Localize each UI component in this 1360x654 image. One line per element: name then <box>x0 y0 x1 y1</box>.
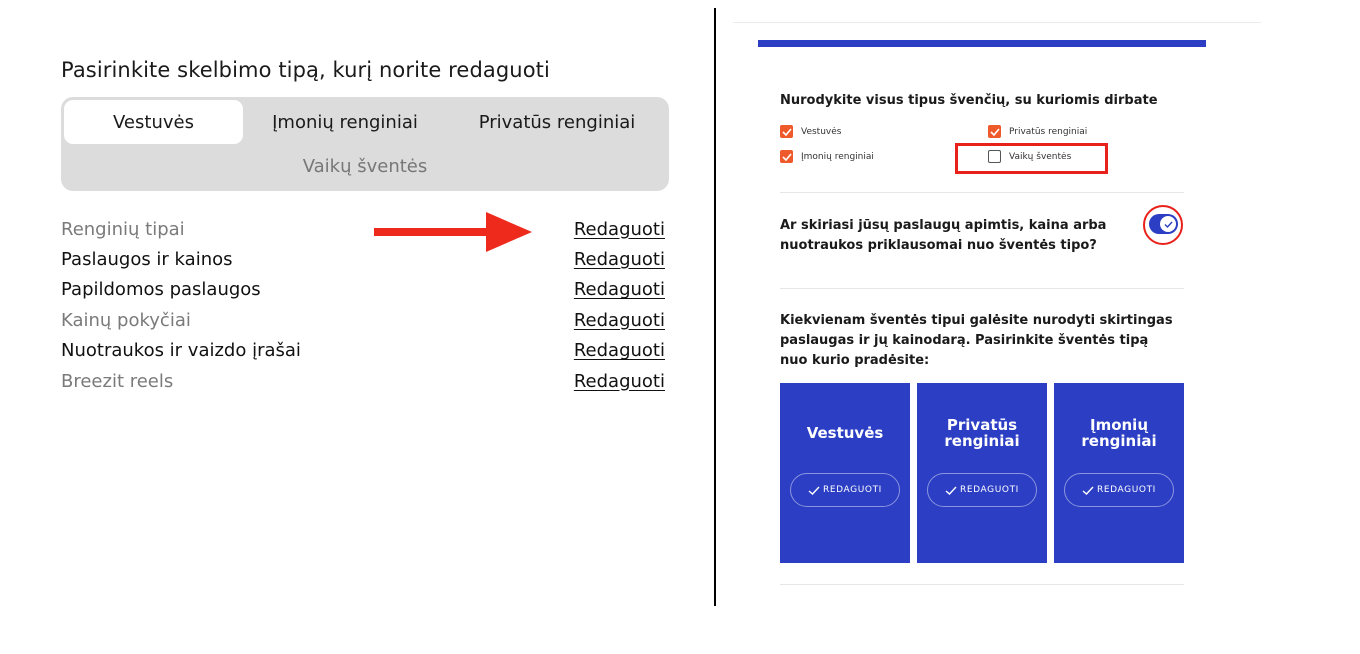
checkbox-label: Vestuvės <box>801 126 842 137</box>
choose-start-type-text: Kiekvienam šventės tipui galėsite nurody… <box>780 313 1173 368</box>
section-row: Breezit reels Redaguoti <box>61 366 669 396</box>
card-edit-button[interactable]: REDAGUOTI <box>790 473 900 507</box>
card-title-line: Įmonių <box>1089 416 1148 434</box>
section-label-breezit-reels: Breezit reels <box>61 370 174 392</box>
card-edit-label: REDAGUOTI <box>1097 485 1156 495</box>
vertical-divider <box>714 8 716 606</box>
tab-vaiku-sventes[interactable]: Vaikų šventės <box>302 155 428 177</box>
scope-differs-toggle[interactable] <box>1149 214 1178 234</box>
section-row: Papildomos paslaugos Redaguoti <box>61 275 669 305</box>
edit-link-papildomos[interactable]: Redaguoti <box>573 279 665 301</box>
card-title: Įmonių renginiai <box>1054 417 1184 449</box>
red-highlight-circle <box>1143 205 1183 245</box>
checkbox-imoniu-renginiai[interactable]: Įmonių renginiai <box>780 150 874 163</box>
checkbox-label: Įmonių renginiai <box>801 151 874 162</box>
card-title: Vestuvės <box>780 425 910 441</box>
checkbox-vestuves[interactable]: Vestuvės <box>780 125 841 138</box>
tab-privatus-renginiai[interactable]: Privatūs renginiai <box>478 111 636 133</box>
event-card-imoniu-renginiai: Įmonių renginiai REDAGUOTI <box>1054 383 1184 563</box>
edit-link-paslaugos[interactable]: Redaguoti <box>573 249 665 271</box>
card-title: Privatūs renginiai <box>917 417 1047 449</box>
section-list: Renginių tipai Redaguoti Paslaugos ir ka… <box>61 214 669 396</box>
event-card-vestuves: Vestuvės REDAGUOTI <box>780 383 910 563</box>
card-title-line: Vestuvės <box>806 424 884 442</box>
card-edit-label: REDAGUOTI <box>823 485 882 495</box>
checkbox-label: Vaikų šventės <box>1009 151 1072 162</box>
top-divider <box>733 22 1261 23</box>
section-label-nuotraukos: Nuotraukos ir vaizdo įrašai <box>61 340 301 362</box>
card-title-line: renginiai <box>1081 432 1157 450</box>
event-card-privatus-renginiai: Privatūs renginiai REDAGUOTI <box>917 383 1047 563</box>
edit-link-nuotraukos[interactable]: Redaguoti <box>573 340 665 362</box>
section-label-paslaugos: Paslaugos ir kainos <box>61 249 233 271</box>
checkbox-unchecked-icon <box>988 150 1001 163</box>
page-title: Pasirinkite skelbimo tipą, kurį norite r… <box>61 58 550 82</box>
event-type-tabs: Vestuvės Įmonių renginiai Privatūs rengi… <box>61 97 669 191</box>
section-row: Nuotraukos ir vaizdo įrašai Redaguoti <box>61 336 669 366</box>
card-title-line: renginiai <box>944 432 1020 450</box>
checkbox-privatus-renginiai[interactable]: Privatūs renginiai <box>988 125 1087 138</box>
card-edit-button[interactable]: REDAGUOTI <box>1064 473 1174 507</box>
section-divider <box>780 584 1184 585</box>
section-label-renginiu-tipai: Renginių tipai <box>61 218 185 240</box>
toggle-check-icon <box>1160 216 1176 232</box>
checkbox-vaiku-sventes[interactable]: Vaikų šventės <box>988 150 1071 163</box>
red-highlight-box <box>955 143 1108 174</box>
scope-differs-question: Ar skiriasi jūsų paslaugų apimtis, kaina… <box>780 218 1107 253</box>
card-edit-button[interactable]: REDAGUOTI <box>927 473 1037 507</box>
check-icon <box>945 486 957 495</box>
card-edit-label: REDAGUOTI <box>960 485 1019 495</box>
check-icon <box>808 486 820 495</box>
section-row: Renginių tipai Redaguoti <box>61 214 669 244</box>
check-icon <box>1082 486 1094 495</box>
section-label-papildomos: Papildomos paslaugos <box>61 279 261 301</box>
red-arrow-icon <box>374 212 532 252</box>
edit-link-renginiu-tipai[interactable]: Redaguoti <box>573 218 665 240</box>
edit-link-kainu-pokyciai[interactable]: Redaguoti <box>573 309 665 331</box>
card-title-line: Privatūs <box>946 416 1018 434</box>
progress-bar <box>758 40 1206 47</box>
section-divider <box>780 288 1184 289</box>
edit-link-breezit-reels[interactable]: Redaguoti <box>573 370 665 392</box>
section-divider <box>780 192 1184 193</box>
checkbox-checked-icon <box>780 150 793 163</box>
section-row: Kainų pokyčiai Redaguoti <box>61 305 669 335</box>
section-label-kainu-pokyciai: Kainų pokyčiai <box>61 309 191 331</box>
checkbox-checked-icon <box>780 125 793 138</box>
checkbox-label: Privatūs renginiai <box>1009 126 1088 137</box>
section-row: Paslaugos ir kainos Redaguoti <box>61 244 669 274</box>
tab-imoniu-renginiai[interactable]: Įmonių renginiai <box>272 111 418 133</box>
checkbox-checked-icon <box>988 125 1001 138</box>
tab-vestuves[interactable]: Vestuvės <box>64 100 243 144</box>
event-types-question: Nurodykite visus tipus švenčių, su kurio… <box>780 93 1158 108</box>
